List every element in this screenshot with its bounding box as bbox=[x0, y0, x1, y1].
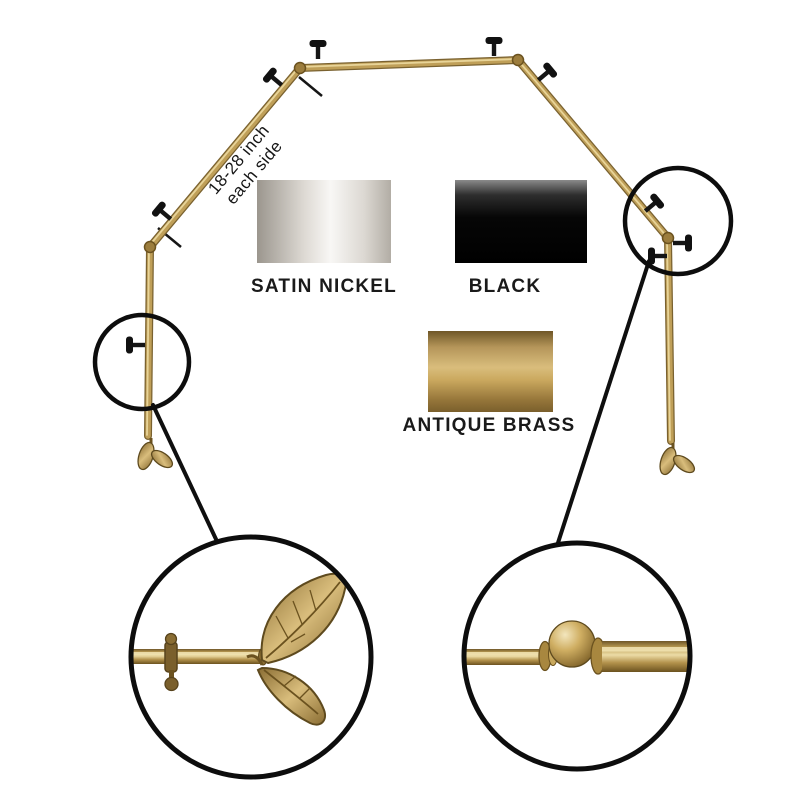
leaf-finial-right bbox=[659, 443, 696, 476]
detail-circle-ball-joint bbox=[461, 540, 693, 772]
detail-leaf-small bbox=[256, 666, 326, 726]
clip-icon bbox=[648, 247, 667, 265]
black-swatch-image bbox=[455, 180, 587, 263]
swatch-black: BLACK bbox=[455, 180, 587, 297]
clip-icon bbox=[485, 37, 503, 56]
callout-line-left bbox=[151, 403, 224, 554]
swatch-antique-brass: ANTIQUE BRASS bbox=[403, 331, 576, 436]
satin-nickel-label: SATIN NICKEL bbox=[251, 276, 397, 297]
clip-icon bbox=[126, 336, 145, 354]
detail-circle-leaf-finial bbox=[128, 534, 374, 780]
mounting-clips bbox=[126, 37, 692, 354]
antique-brass-swatch-image bbox=[428, 331, 553, 412]
leaf-finial-left bbox=[137, 438, 174, 471]
callout-line-right bbox=[554, 259, 651, 551]
callout-circle-right-corner bbox=[622, 165, 734, 277]
detail-rod bbox=[133, 649, 263, 664]
antique-brass-label: ANTIQUE BRASS bbox=[403, 415, 576, 436]
curtain-rod bbox=[126, 37, 696, 476]
black-label: BLACK bbox=[469, 276, 542, 297]
rod-corner-joints bbox=[143, 53, 675, 254]
detail-bracket bbox=[164, 632, 179, 692]
callout-circle-left-finial bbox=[92, 312, 192, 412]
measurement-tick-top bbox=[298, 76, 323, 97]
satin-nickel-swatch-image bbox=[257, 180, 391, 263]
detail-rod-thin bbox=[466, 649, 542, 665]
swatch-satin-nickel: SATIN NICKEL bbox=[251, 180, 397, 297]
clip-icon bbox=[309, 40, 327, 59]
clip-icon bbox=[673, 234, 692, 252]
detail-rod-thick bbox=[602, 641, 688, 672]
detail-ball-connector bbox=[548, 620, 596, 668]
